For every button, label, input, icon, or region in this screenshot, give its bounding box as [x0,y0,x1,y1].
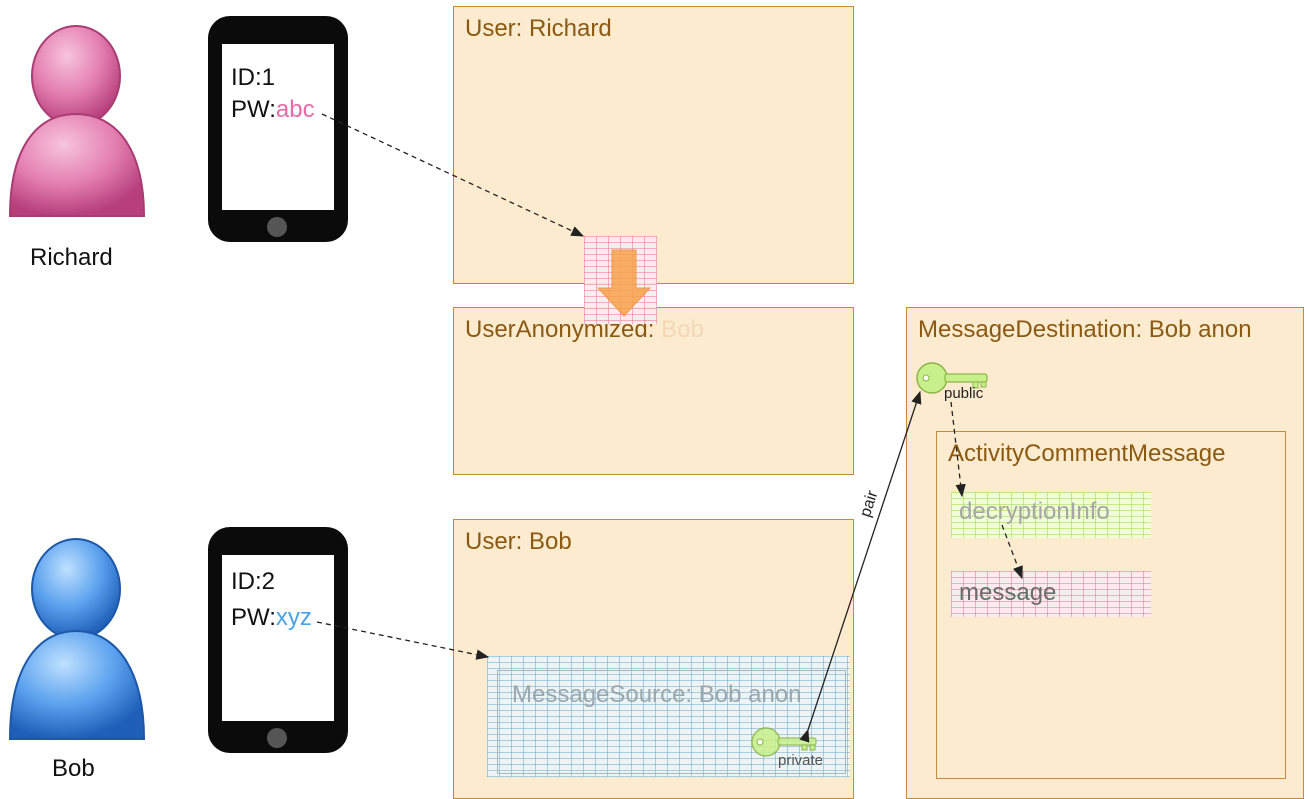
message-field: message [951,571,1151,617]
richard-name: Richard [30,244,113,271]
richard-phone-id: ID:1 [231,64,276,91]
bob-phone-home-button-icon [267,728,287,748]
user-anonymized-title: UserAnonymized: Bob [465,316,704,344]
user-anonymized-box: UserAnonymized: Bob [453,307,854,475]
user-bob-title: User: Bob [465,528,572,555]
richard-phone [208,16,348,242]
private-key-label: private [778,752,824,769]
user-richard-title: User: Richard [465,15,612,42]
richard-phone-pw-prefix: PW: [231,96,276,123]
richard-phone-screen [222,44,334,210]
public-key-icon [916,362,988,394]
private-key-icon [751,727,817,757]
bob-phone-id: ID:2 [231,568,276,595]
message-label: message [959,579,1057,606]
pair-label: pair [857,488,882,520]
message-destination-title: MessageDestination: Bob anon [918,316,1252,343]
bob-phone-screen [222,555,334,721]
user-anonymized-title-value: Bob [661,316,704,343]
decryption-info-label: decryptionInfo [959,498,1110,525]
message-source-pattern [487,656,850,777]
bob-avatar-icon [8,538,146,740]
bob-phone [208,527,348,753]
public-key-label: public [944,385,984,402]
bob-phone-pw-value: xyz [275,604,312,631]
richard-phone-home-button-icon [267,217,287,237]
bob-name: Bob [52,755,95,782]
bob-phone-pw: PW:xyz [231,600,312,636]
decryption-info-field: decryptionInfo [951,492,1151,538]
activity-comment-message-title: ActivityCommentMessage [948,440,1226,467]
richard-avatar-icon [8,25,146,217]
anonymize-arrow-pattern [584,236,657,324]
message-source-title: MessageSource: Bob anon [512,681,802,708]
richard-phone-pw-value: abc [275,96,315,123]
bob-phone-pw-prefix: PW: [231,604,276,631]
message-source-box: MessageSource: Bob anon [497,670,846,774]
richard-phone-pw: PW:abc [231,92,315,128]
